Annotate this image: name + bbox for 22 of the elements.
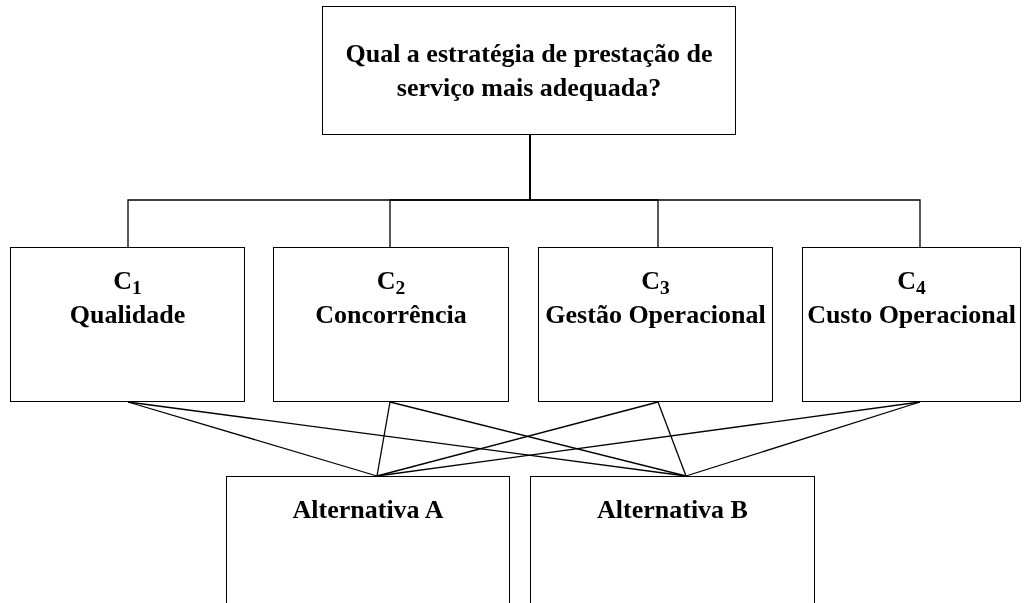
node-text: C$_{2}$ (376, 265, 406, 298)
alternative-box (226, 476, 510, 603)
node-text: Custo Operacional (807, 299, 1016, 331)
node-text: C$_{3}$ (641, 265, 670, 298)
criterion-box (802, 247, 1021, 402)
connector-line (376, 401, 391, 477)
node-text: C$_{1}$ (113, 265, 142, 298)
node-text: Qualidade (69, 299, 186, 331)
node-text: Qual a estratégia de prestação de serviço mais adequada? (344, 37, 714, 104)
node-text: C$_{4}$ (897, 265, 926, 298)
connector-line (685, 401, 921, 477)
connector-line (529, 134, 921, 248)
node-text: Concorrência (315, 299, 467, 331)
node-text: Alternativa A (292, 494, 444, 526)
criterion-box (10, 247, 245, 402)
criterion-box (273, 247, 509, 402)
node-text: Alternativa B (597, 494, 748, 526)
alternative-box (530, 476, 815, 603)
criterion-box (538, 247, 773, 402)
goal-box (322, 6, 736, 135)
connector-line (657, 401, 687, 477)
node-text: Gestão Operacional (545, 299, 766, 331)
